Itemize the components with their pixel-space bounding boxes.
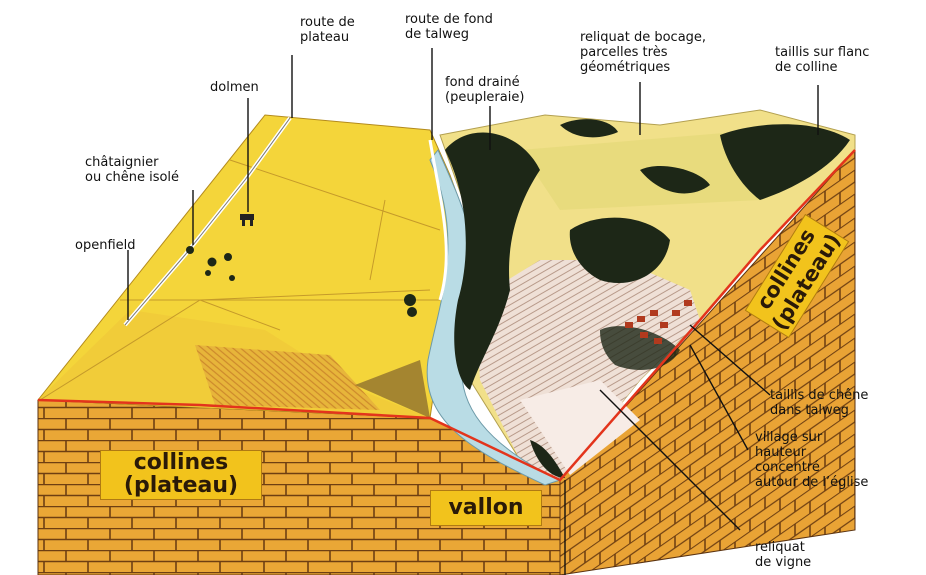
dolmen-mark bbox=[240, 214, 254, 220]
label-openfield: openfield bbox=[75, 238, 136, 253]
label-chataignier: châtaignier ou chêne isolé bbox=[85, 155, 179, 185]
label-village: village sur hauteur concentré autour de … bbox=[755, 430, 868, 490]
plaque-collines-left: collines (plateau) bbox=[100, 450, 262, 500]
label-route-plateau: route de plateau bbox=[300, 15, 355, 45]
label-taillis-talweg: taillis de chêne dans talweg bbox=[770, 388, 868, 418]
label-route-talweg: route de fond de talweg bbox=[405, 12, 493, 42]
label-fond-draine: fond drainé (peupleraie) bbox=[445, 75, 524, 105]
plaque-vallon: vallon bbox=[430, 490, 542, 526]
label-vigne: reliquat de vigne bbox=[755, 540, 811, 570]
label-dolmen: dolmen bbox=[210, 80, 259, 95]
label-bocage: reliquat de bocage, parcelles très géomé… bbox=[580, 30, 706, 75]
label-taillis-flanc: taillis sur flanc de colline bbox=[775, 45, 869, 75]
